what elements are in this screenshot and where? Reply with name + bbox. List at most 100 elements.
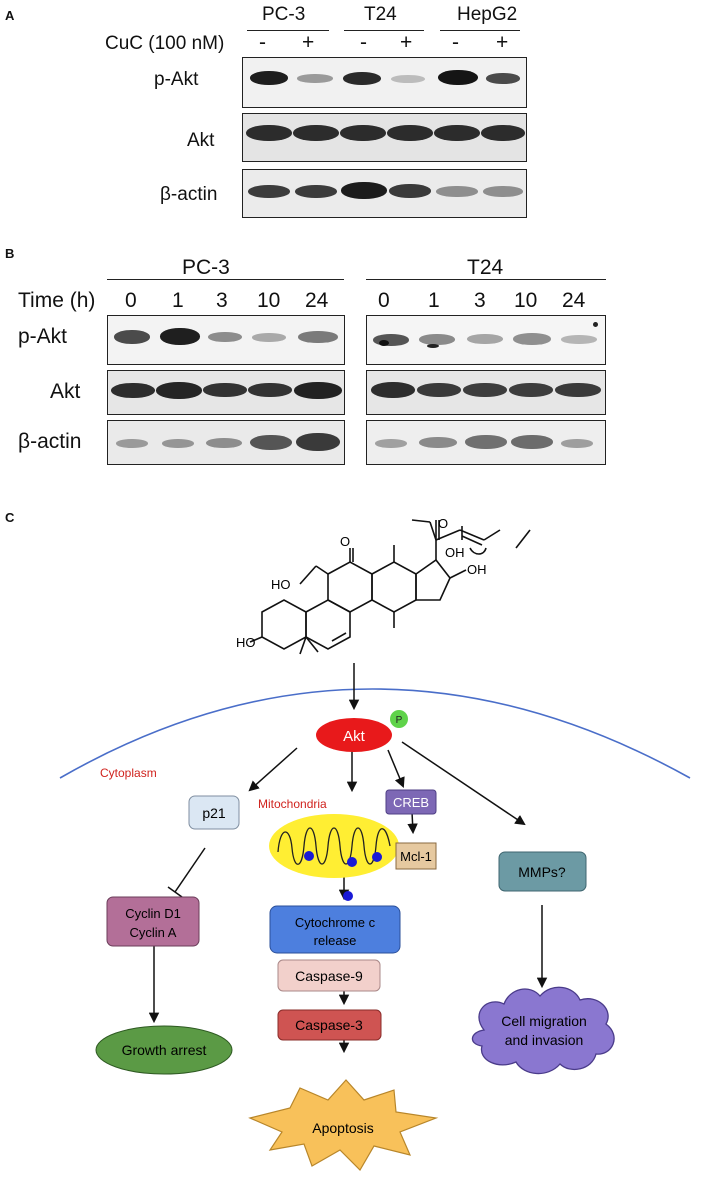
time-t24-0: 0: [378, 289, 390, 312]
time-label: Time (h): [18, 289, 96, 312]
cristae: [277, 827, 391, 865]
band: [208, 332, 242, 342]
mmps-node: [498, 851, 587, 892]
time-t24-24: 24: [562, 289, 586, 312]
pc3-group-underline: [107, 279, 344, 280]
sign-3: -: [360, 31, 367, 54]
band: [162, 439, 194, 448]
time-t24-3: 3: [474, 289, 486, 312]
treatment-label: CuC (100 nM): [105, 33, 225, 54]
group-t24: T24: [467, 256, 504, 279]
sign-4: +: [400, 31, 413, 54]
band: [419, 437, 457, 448]
migration-cloud: [471, 986, 615, 1075]
band: [511, 435, 553, 449]
band: [375, 439, 407, 448]
cell-line-pc3: PC-3: [262, 4, 306, 25]
band: [513, 333, 551, 345]
band: [116, 439, 148, 448]
phospho-node: [390, 710, 408, 728]
blot-speck: [427, 344, 439, 348]
row-label-akt: Akt: [187, 130, 215, 151]
cyclin-node: [106, 896, 200, 947]
caspase9-label: Caspase-9: [295, 968, 363, 984]
sign-6: +: [496, 31, 509, 54]
time-pc3-1: 1: [172, 289, 184, 312]
cyclin-line-2: Cyclin A: [130, 925, 177, 940]
band: [561, 439, 593, 448]
cytochrome-node: [269, 905, 401, 954]
blot-a-p-akt: [242, 57, 527, 108]
band: [343, 72, 381, 85]
apoptosis-label: Apoptosis: [312, 1120, 373, 1136]
b-row-label-p-akt: p-Akt: [18, 325, 68, 348]
band: [248, 185, 290, 198]
blot-a-beta-actin: [242, 169, 527, 218]
band: [371, 382, 415, 398]
band: [465, 435, 507, 449]
band: [250, 71, 288, 85]
row-label-beta-actin: β-actin: [160, 184, 218, 205]
sign-2: +: [302, 31, 315, 54]
band: [293, 125, 339, 141]
band: [481, 125, 525, 141]
sign-5: -: [452, 31, 459, 54]
cell-membrane: [59, 688, 691, 779]
growth-arrest-label: Growth arrest: [122, 1042, 207, 1058]
group-pc3: PC-3: [182, 256, 230, 279]
band: [295, 185, 337, 198]
blot-speck: [379, 340, 389, 346]
caspase3-label: Caspase-3: [295, 1017, 363, 1033]
band: [156, 382, 202, 399]
band: [419, 334, 455, 345]
band: [252, 333, 286, 342]
structure-o-top: O: [438, 516, 448, 531]
band: [246, 125, 292, 141]
mmps-label: MMPs?: [518, 864, 566, 880]
structure-ho-methylene: HO: [271, 577, 291, 592]
time-pc3-10: 10: [257, 289, 281, 312]
time-pc3-3: 3: [216, 289, 228, 312]
p21-label: p21: [202, 805, 226, 821]
cyclin-line-1: Cyclin D1: [125, 906, 181, 921]
band: [296, 433, 340, 451]
band: [203, 383, 247, 397]
cell-line-hepg2: HepG2: [457, 4, 518, 25]
band: [389, 184, 431, 198]
band: [294, 382, 342, 399]
band: [340, 125, 386, 141]
growth-arrest-node: [95, 1025, 233, 1075]
band: [463, 383, 507, 397]
band: [298, 331, 338, 343]
mcl1-label: Mcl-1: [400, 849, 432, 864]
cytochrome-line-1: Cytochrome c: [295, 915, 376, 930]
cytoplasm-label: Cytoplasm: [100, 766, 157, 780]
caspase3-node: [277, 1009, 382, 1041]
row-label-p-akt: p-Akt: [154, 69, 199, 90]
blot-b-t24-akt: [366, 370, 606, 415]
band: [387, 125, 433, 141]
apoptosis-node: [248, 1079, 439, 1171]
blot-b-pc3-p-akt: [107, 315, 345, 365]
cytochrome-dot: [343, 891, 353, 901]
structure-oh-ring: OH: [467, 562, 487, 577]
mitochondrion: [269, 814, 399, 878]
band: [509, 383, 553, 397]
cytochrome-dot: [372, 852, 382, 862]
migration-line-2: and invasion: [505, 1032, 584, 1048]
sign-1: -: [259, 31, 266, 54]
cytochrome-line-2: release: [314, 933, 357, 948]
caspase9-node: [277, 959, 381, 992]
band: [467, 334, 503, 344]
b-row-label-beta-actin: β-actin: [18, 430, 82, 453]
time-pc3-24: 24: [305, 289, 329, 312]
mcl1-node: [395, 842, 437, 870]
cucurbitacin-structure: [249, 519, 531, 655]
band: [341, 182, 387, 199]
cell-line-t24: T24: [364, 4, 397, 25]
time-pc3-0: 0: [125, 289, 137, 312]
blot-b-pc3-akt: [107, 370, 345, 415]
band: [486, 73, 520, 84]
cytochrome-dot: [304, 851, 314, 861]
band: [248, 383, 292, 397]
